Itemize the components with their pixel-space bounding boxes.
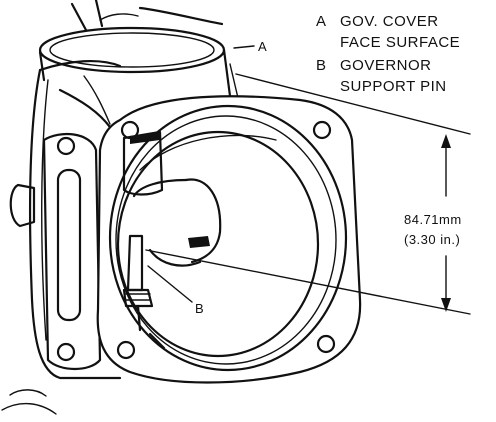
- cover-flange: [96, 95, 362, 384]
- legend-b-line2: SUPPORT PIN: [340, 78, 447, 95]
- callout-b: B: [195, 301, 204, 316]
- legend-b-letter: B: [316, 57, 327, 74]
- interior: [122, 130, 222, 350]
- bore: [108, 104, 348, 372]
- housing-body: [1, 59, 122, 415]
- legend-a-line1: GOV. COVER: [340, 13, 439, 30]
- dimension-imperial: (3.30 in.): [404, 232, 461, 247]
- dimension-lines: [145, 45, 471, 315]
- legend-a-letter: A: [316, 13, 327, 30]
- callout-a: A: [258, 39, 267, 54]
- legend-a-line2: FACE SURFACE: [340, 34, 461, 51]
- dimension-metric: 84.71mm: [404, 212, 462, 227]
- top-neck: [38, 0, 239, 132]
- legend-b-line1: GOVERNOR: [340, 57, 432, 74]
